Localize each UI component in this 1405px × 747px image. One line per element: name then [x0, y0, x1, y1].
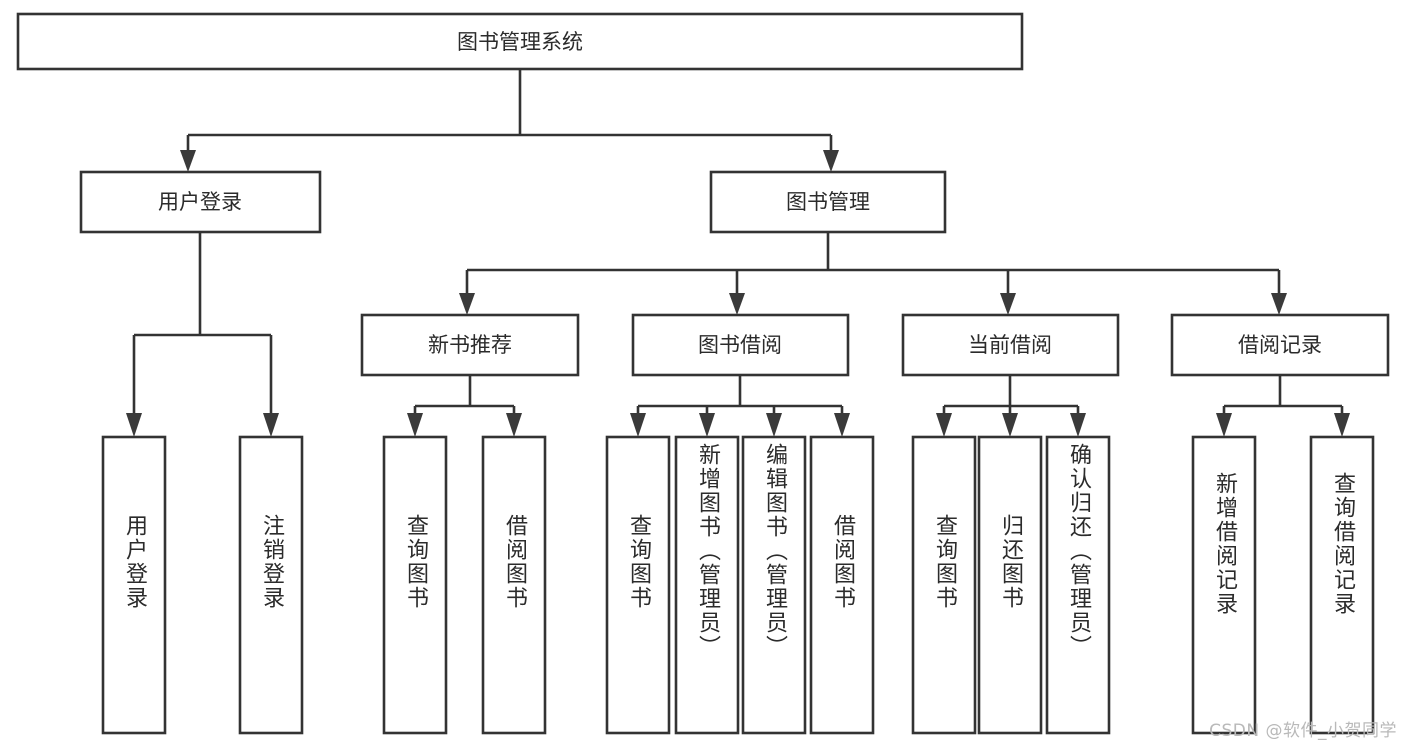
- leaf-box-borrow-record-0[interactable]: [1191, 435, 1257, 735]
- node-new-book-recommend-label: 新书推荐: [428, 333, 512, 357]
- leaf-box-book-borrow-1[interactable]: [674, 435, 740, 735]
- node-new-book-recommend[interactable]: 新书推荐: [360, 313, 580, 377]
- connector-current-borrow-to-leaves: [936, 375, 1086, 437]
- connector-borrow-record-to-leaves: [1216, 375, 1350, 437]
- node-root-label: 图书管理系统: [457, 30, 583, 54]
- leaf-box-user-login-1[interactable]: [238, 435, 304, 735]
- node-user-login-box[interactable]: [79, 170, 322, 234]
- node-user-login-label: 用户登录: [158, 190, 242, 214]
- arrow-head-icon: [630, 413, 646, 437]
- node-current-borrow-box[interactable]: [901, 313, 1120, 377]
- arrow-head-icon: [180, 150, 196, 172]
- leaf-box-current-borrow-2[interactable]: [1045, 435, 1111, 735]
- node-book-management-label: 图书管理: [786, 190, 870, 214]
- connector-root-to-level2: [180, 69, 839, 172]
- arrow-head-icon: [699, 413, 715, 437]
- node-root[interactable]: 图书管理系统: [16, 12, 1024, 71]
- leaf-box-borrow-record-1[interactable]: [1309, 435, 1375, 735]
- leaf-box-book-borrow-0[interactable]: [605, 435, 671, 735]
- leaf-box-book-borrow-3[interactable]: [809, 435, 875, 735]
- arrow-head-icon: [1000, 293, 1016, 315]
- leaf-box-new-book-0[interactable]: [382, 435, 448, 735]
- node-book-borrow[interactable]: 图书借阅: [631, 313, 850, 377]
- leaf-box-current-borrow-1[interactable]: [977, 435, 1043, 735]
- arrow-head-icon: [729, 293, 745, 315]
- arrow-head-icon: [1334, 413, 1350, 437]
- leaf-box-user-login-0[interactable]: [101, 435, 167, 735]
- arrow-head-icon: [1216, 413, 1232, 437]
- connector-book-management-to-level3: [459, 232, 1287, 315]
- leaf-box-new-book-1[interactable]: [481, 435, 547, 735]
- node-user-login[interactable]: 用户登录: [79, 170, 322, 234]
- node-book-management[interactable]: 图书管理: [709, 170, 947, 234]
- arrow-head-icon: [766, 413, 782, 437]
- arrow-head-icon: [1271, 293, 1287, 315]
- arrow-head-icon: [263, 413, 279, 437]
- arrow-head-icon: [407, 413, 423, 437]
- node-book-borrow-label: 图书借阅: [698, 333, 782, 357]
- arrow-head-icon: [834, 413, 850, 437]
- csdn-watermark: CSDN @软件_小贺同学: [1209, 721, 1397, 741]
- arrow-head-icon: [936, 413, 952, 437]
- arrow-head-icon: [459, 293, 475, 315]
- arrow-head-icon: [126, 413, 142, 437]
- node-borrow-record[interactable]: 借阅记录: [1170, 313, 1390, 377]
- arrow-head-icon: [823, 150, 839, 172]
- node-borrow-record-label: 借阅记录: [1238, 333, 1322, 357]
- node-root-box[interactable]: [16, 12, 1024, 71]
- arrow-head-icon: [1070, 413, 1086, 437]
- node-current-borrow-label: 当前借阅: [968, 333, 1052, 357]
- connector-book-borrow-to-leaves: [630, 375, 850, 437]
- node-new-book-recommend-box[interactable]: [360, 313, 580, 377]
- connector-new-book-recommend-to-leaves: [407, 375, 522, 437]
- connector-user-login-to-leaves: [126, 232, 279, 437]
- leaf-box-book-borrow-2[interactable]: [741, 435, 807, 735]
- node-current-borrow[interactable]: 当前借阅: [901, 313, 1120, 377]
- arrow-head-icon: [1002, 413, 1018, 437]
- leaf-box-current-borrow-0[interactable]: [911, 435, 977, 735]
- arrow-head-icon: [506, 413, 522, 437]
